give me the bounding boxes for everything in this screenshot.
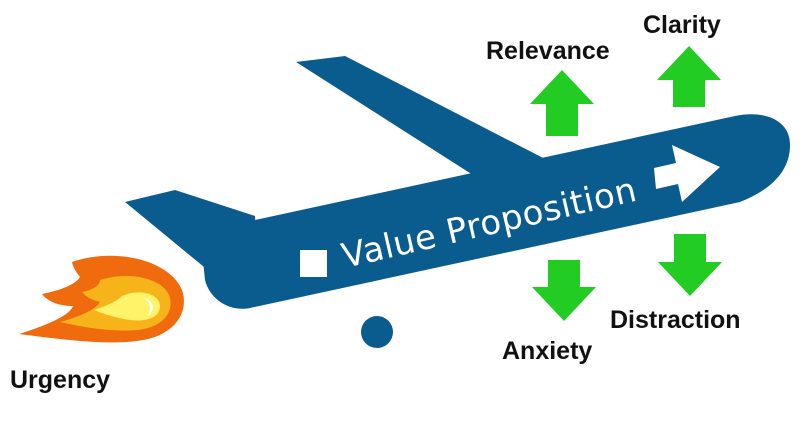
urgency-label: Urgency [10, 366, 110, 394]
distraction-down-arrow [658, 234, 722, 296]
clarity-up-arrow [657, 46, 721, 107]
distraction-label: Distraction [610, 306, 741, 334]
up-arrow-icon [530, 70, 594, 136]
airplane-wheel [361, 316, 393, 348]
flame-glint [144, 298, 153, 316]
relevance-up-arrow [530, 70, 594, 136]
up-arrow-icon [657, 46, 721, 107]
flame-icon [19, 255, 184, 343]
anxiety-down-arrow [532, 260, 596, 321]
relevance-label: Relevance [486, 37, 610, 65]
clarity-label: Clarity [643, 11, 721, 39]
anxiety-label: Anxiety [502, 337, 592, 365]
right-arrow-icon [654, 145, 720, 202]
down-arrow-icon [658, 234, 722, 296]
flame-inner [94, 292, 160, 321]
airplane-fuselage [200, 114, 790, 309]
airplane-window [300, 250, 327, 277]
down-arrow-icon [532, 260, 596, 321]
